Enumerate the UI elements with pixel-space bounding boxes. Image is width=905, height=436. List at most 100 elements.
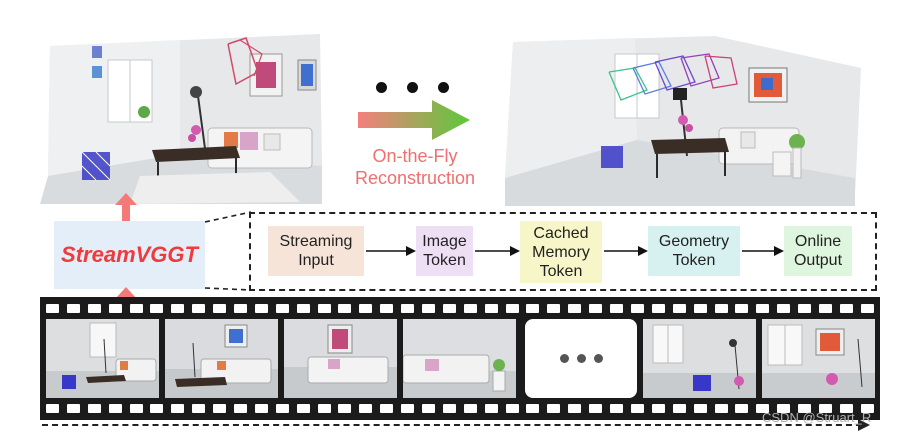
film-sprocket-hole <box>589 404 603 413</box>
film-sprocket-hole <box>422 404 436 413</box>
pipeline-step-label: Online Output <box>793 233 843 269</box>
pipeline-step-label: Streaming Input <box>279 233 353 269</box>
film-sprocket-hole <box>192 304 206 313</box>
film-sprocket-hole <box>568 404 582 413</box>
film-frame <box>762 319 875 398</box>
living-room-frame-icon <box>46 319 159 398</box>
point-cloud-scene-icon <box>505 36 861 206</box>
timeline-dashed-line <box>42 424 862 426</box>
pipeline-arrow-icon <box>742 246 784 256</box>
film-frame <box>403 319 516 398</box>
film-sprocket-hole <box>693 304 707 313</box>
film-sprocket-hole <box>338 404 352 413</box>
film-sprocket-hole <box>401 404 415 413</box>
streamvggt-model-box: StreamVGGT <box>54 221 205 289</box>
film-strip <box>40 297 880 420</box>
film-sprocket-hole <box>150 304 164 313</box>
film-frame <box>165 319 278 398</box>
film-sprocket-hole <box>798 404 812 413</box>
film-sprocket-hole <box>651 304 665 313</box>
film-sprocket-hole <box>442 404 456 413</box>
film-sprocket-hole <box>860 404 874 413</box>
film-sprocket-hole <box>839 404 853 413</box>
film-sprocket-hole <box>735 404 749 413</box>
film-sprocket-hole <box>714 304 728 313</box>
film-sprocket-hole <box>234 304 248 313</box>
film-sprocket-hole <box>317 404 331 413</box>
pipeline-step-image-token: Image Token <box>416 226 473 276</box>
film-sprocket-hole <box>756 304 770 313</box>
film-sprocket-hole <box>505 404 519 413</box>
film-sprocket-hole <box>254 404 268 413</box>
pipeline-connector-lines <box>205 211 252 291</box>
living-room-frame-icon <box>403 319 516 398</box>
film-sprocket-hole <box>108 404 122 413</box>
film-sprocket-hole <box>568 304 582 313</box>
film-sprocket-hole <box>192 404 206 413</box>
film-sprocket-holes-bottom <box>46 404 874 413</box>
film-sprocket-holes-top <box>46 304 874 313</box>
watermark-text: CSDN @Struart_R <box>762 410 872 425</box>
film-sprocket-hole <box>422 304 436 313</box>
pipeline-step-geometry-token: Geometry Token <box>648 226 740 276</box>
film-sprocket-hole <box>275 404 289 413</box>
film-sprocket-hole <box>129 404 143 413</box>
film-sprocket-hole <box>87 304 101 313</box>
film-sprocket-hole <box>547 304 561 313</box>
film-sprocket-hole <box>672 404 686 413</box>
film-sprocket-hole <box>213 304 227 313</box>
pipeline-arrow-icon <box>604 246 648 256</box>
living-room-frame-icon <box>284 319 397 398</box>
film-sprocket-hole <box>505 304 519 313</box>
film-sprocket-hole <box>171 304 185 313</box>
living-room-frame-icon <box>643 319 756 398</box>
on-the-fly-reconstruction-label: On-the-Fly Reconstruction <box>340 145 490 189</box>
film-sprocket-hole <box>484 304 498 313</box>
film-sprocket-hole <box>296 304 310 313</box>
film-sprocket-hole <box>442 304 456 313</box>
film-sprocket-hole <box>150 404 164 413</box>
film-sprocket-hole <box>610 404 624 413</box>
film-frame <box>643 319 756 398</box>
timeline-arrow-icon <box>858 419 870 431</box>
reconstruction-scene-right <box>505 28 861 206</box>
film-sprocket-hole <box>234 404 248 413</box>
film-sprocket-hole <box>839 304 853 313</box>
film-sprocket-hole <box>818 304 832 313</box>
film-sprocket-hole <box>818 404 832 413</box>
gradient-arrow-icon <box>358 100 470 140</box>
ellipsis-dots <box>376 82 449 93</box>
transition-label-text: On-the-Fly Reconstruction <box>354 146 476 188</box>
pipeline-frame <box>249 212 877 291</box>
film-sprocket-hole <box>66 404 80 413</box>
film-sprocket-hole <box>526 304 540 313</box>
film-sprocket-hole <box>171 404 185 413</box>
film-sprocket-hole <box>526 404 540 413</box>
pipeline-arrow-icon <box>366 246 416 256</box>
film-sprocket-hole <box>359 304 373 313</box>
film-sprocket-hole <box>735 304 749 313</box>
film-sprocket-hole <box>610 304 624 313</box>
film-sprocket-hole <box>777 304 791 313</box>
film-sprocket-hole <box>66 304 80 313</box>
film-frame <box>284 319 397 398</box>
pipeline-step-streaming-input: Streaming Input <box>268 226 364 276</box>
film-sprocket-hole <box>254 304 268 313</box>
film-sprocket-hole <box>87 404 101 413</box>
film-sprocket-hole <box>108 304 122 313</box>
pipeline-arrow-icon <box>475 246 520 256</box>
film-sprocket-hole <box>463 304 477 313</box>
film-sprocket-hole <box>547 404 561 413</box>
film-sprocket-hole <box>296 404 310 413</box>
film-frame-ellipsis <box>525 319 637 398</box>
living-room-frame-icon <box>762 319 875 398</box>
film-sprocket-hole <box>317 304 331 313</box>
film-sprocket-hole <box>672 304 686 313</box>
film-sprocket-hole <box>589 304 603 313</box>
film-sprocket-hole <box>693 404 707 413</box>
film-sprocket-hole <box>46 304 59 313</box>
film-sprocket-hole <box>338 304 352 313</box>
pipeline-step-online-output: Online Output <box>784 226 852 276</box>
film-sprocket-hole <box>630 404 644 413</box>
film-sprocket-hole <box>275 304 289 313</box>
